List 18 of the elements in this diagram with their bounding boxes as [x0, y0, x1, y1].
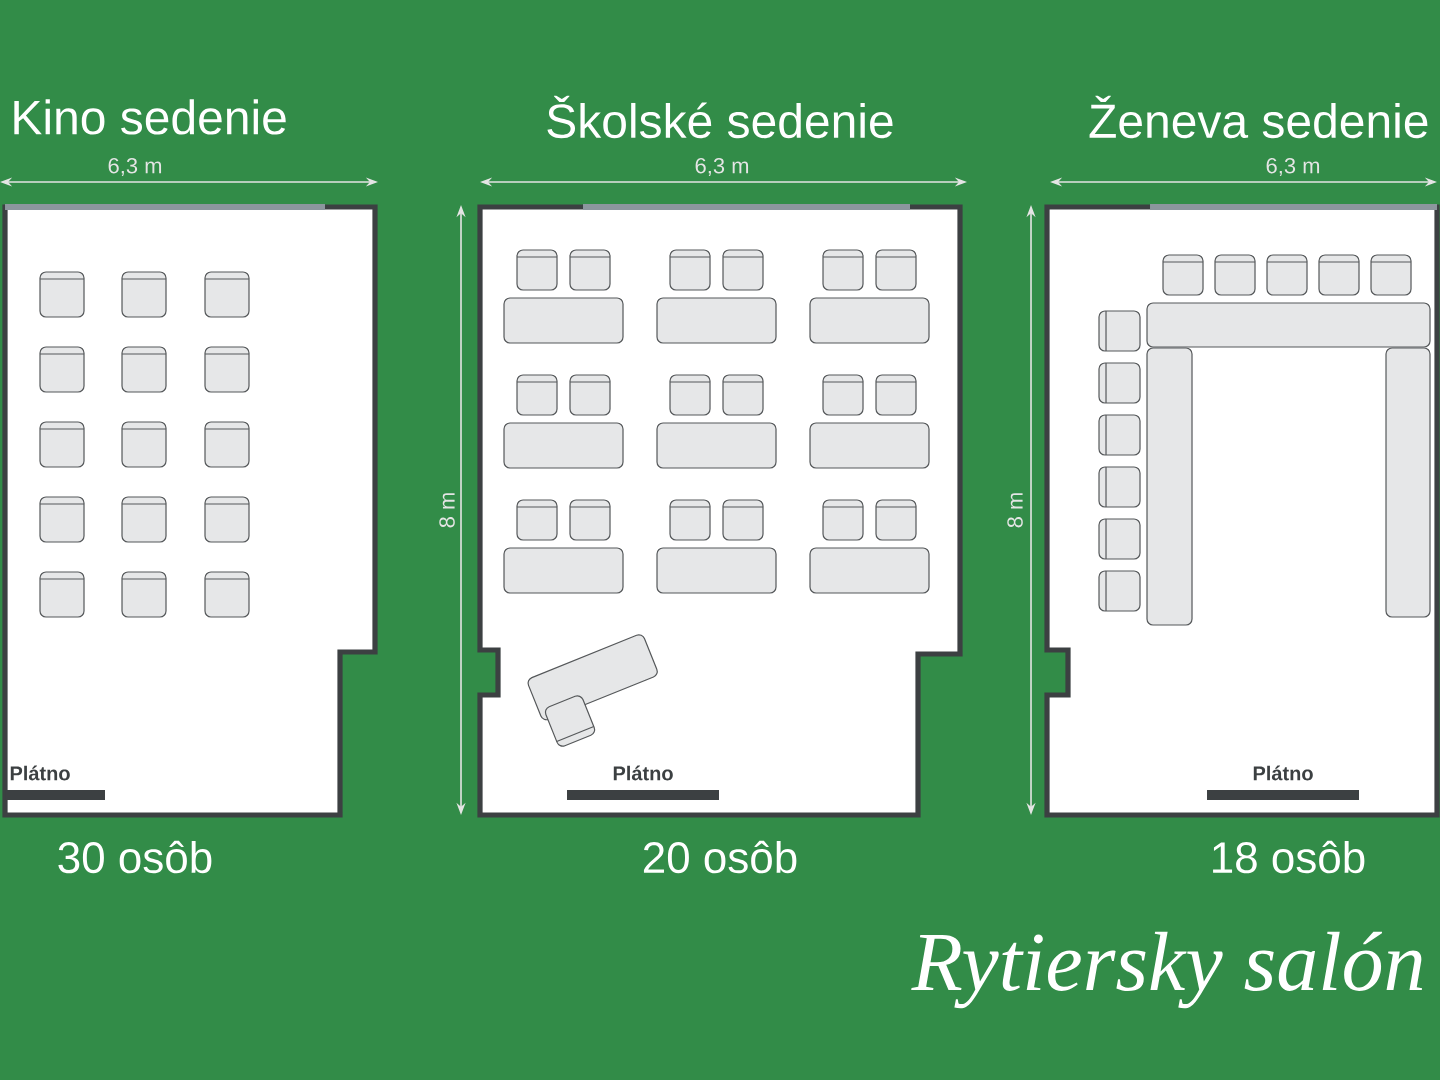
capacity-label: 18 osôb [1213, 840, 1365, 874]
dimension-label: 6,3 m [108, 157, 162, 177]
room-title: Kino sedenie [14, 99, 286, 135]
dimension-label: 8 m [439, 493, 455, 528]
dimension-label: 8 m [1007, 493, 1023, 528]
room-title: Školské sedenie [547, 95, 893, 139]
node-label: Plátno [613, 765, 673, 781]
dimension-label: 6,3 m [1266, 157, 1320, 177]
node-label: Plátno [1253, 765, 1313, 781]
capacity-label: 30 osôb [58, 840, 212, 874]
projection-screen: Plátno [1207, 765, 1359, 800]
projection-screen: Plátno [567, 765, 719, 800]
node-label: Plátno [10, 765, 70, 781]
projection-screen: Plátno [5, 765, 105, 800]
script-title: Rytiersky salón [911, 931, 1423, 1009]
room-title: Ženeva sedenie [1089, 95, 1428, 139]
dimension-label: 6,3 m [695, 157, 749, 177]
capacity-label: 20 osôb [643, 840, 797, 874]
